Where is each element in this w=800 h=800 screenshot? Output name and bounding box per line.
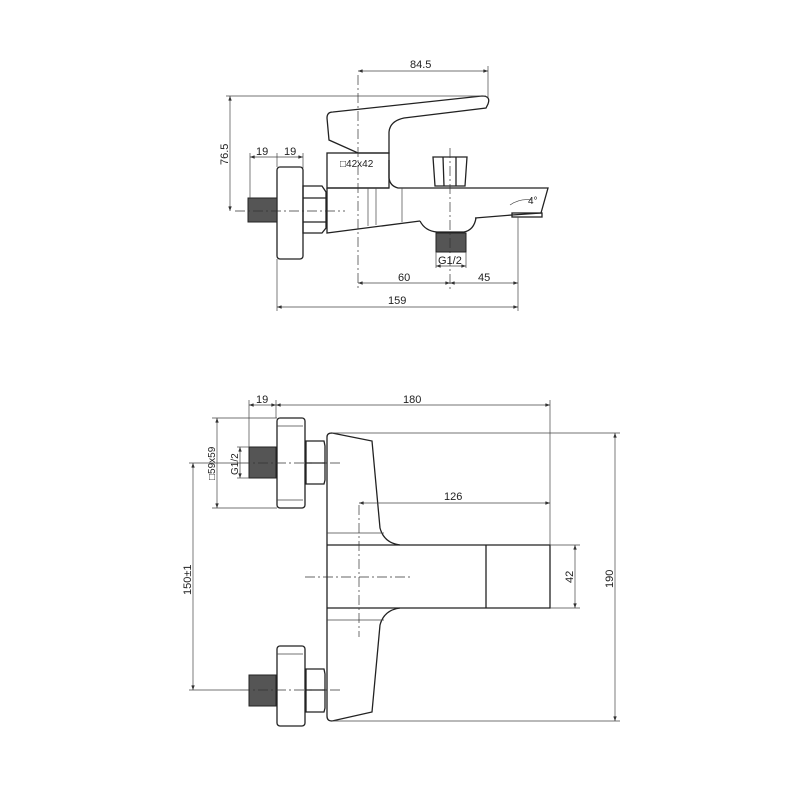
dim-spout: 126 (444, 491, 462, 503)
wall-flange (276, 166, 304, 260)
diverter-knob (432, 156, 468, 187)
dim-centers: 150±1 (182, 564, 194, 595)
dim-outlet-thread: G1/2 (438, 255, 462, 267)
outlet-thread (435, 232, 467, 253)
lower-flange (276, 645, 306, 727)
lower-nut (305, 668, 326, 713)
dim-outlet-to-tip: 45 (478, 272, 490, 284)
dim-overall-length: 159 (388, 295, 406, 307)
aerator (511, 212, 543, 218)
dim-inlet-thread: G1/2 (230, 453, 241, 475)
dim-flange-b: 19 (284, 146, 296, 158)
dim-body-section: □42x42 (340, 159, 374, 170)
dim-height: 76.5 (219, 144, 231, 165)
top-view: 19 180 126 42 190 □59x59 G1/2 150±1 (182, 394, 620, 727)
lever-handle (326, 95, 490, 154)
dim-to-outlet: 60 (398, 272, 410, 284)
dim-overall-depth: 180 (403, 394, 421, 406)
inlet-thread (247, 197, 278, 223)
dim-flange: 19 (256, 394, 268, 406)
upper-nut (305, 440, 326, 485)
dim-spout-angle: 4° (528, 196, 538, 207)
dim-lever-reach: 84.5 (410, 59, 431, 71)
dim-height: 190 (604, 570, 616, 588)
connection-nut (302, 185, 327, 234)
spout (326, 160, 549, 234)
lower-inlet-thread (248, 674, 277, 707)
dim-spout-width: 42 (564, 571, 576, 583)
side-view: 84.5 76.5 19 19 □42x42 G1/2 4° 60 45 159 (219, 59, 549, 311)
outlet-boss (419, 217, 477, 233)
dim-flange-a: 19 (256, 146, 268, 158)
upper-inlet-thread (248, 446, 277, 479)
